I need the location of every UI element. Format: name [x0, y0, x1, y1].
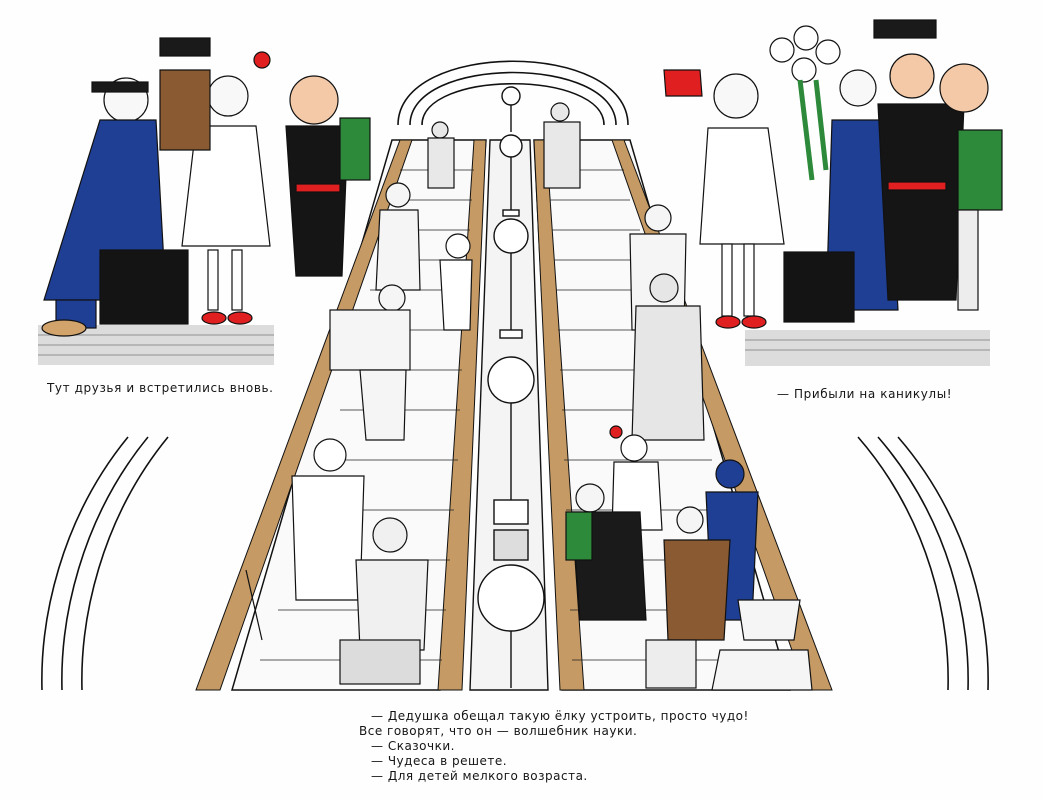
- right-wall-arcs: [857, 436, 989, 691]
- dialogue-line: Все говорят, что он — волшебник науки.: [359, 724, 638, 738]
- left-escalator-passengers: [245, 121, 473, 685]
- metro-arch: [397, 60, 629, 126]
- right-escalator-passengers: [543, 102, 813, 691]
- left-panel-caption: Тут друзья и встретились вновь.: [47, 381, 274, 395]
- dialogue-line: — Для детей мелкого возраста.: [371, 769, 588, 783]
- left-panel-friends-meeting-scene: [38, 37, 371, 365]
- right-panel-caption: — Прибыли на каникулы!: [777, 387, 953, 401]
- right-panel-friends-arrival-scene: [663, 19, 1003, 366]
- dialogue-line: — Сказочки.: [371, 739, 455, 753]
- dialogue-line: — Чудеса в решете.: [371, 754, 508, 768]
- dialogue-line: — Дедушка обещал такую ёлку устроить, пр…: [371, 709, 749, 723]
- left-wall-arcs: [41, 436, 169, 691]
- center-lamp-column: [469, 86, 549, 691]
- dialogue-block: — Дедушка обещал такую ёлку устроить, пр…: [359, 709, 779, 784]
